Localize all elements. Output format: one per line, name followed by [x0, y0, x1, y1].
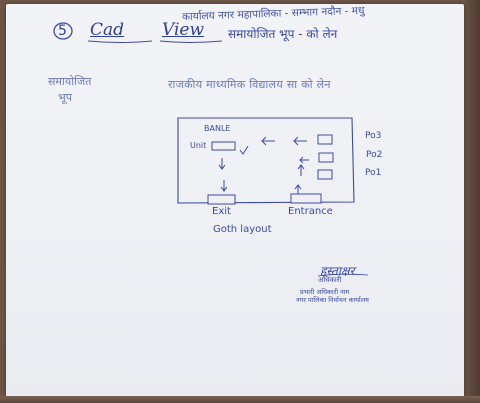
desk-edge [464, 0, 480, 403]
unit-label: Unit [190, 141, 207, 150]
po-label-2: Po2 [366, 150, 383, 160]
desk-edge-bottom [0, 396, 480, 403]
arrow-down-2 [220, 180, 228, 192]
arrow-left-1 [261, 136, 275, 146]
po-label-3: Po3 [365, 131, 382, 141]
tick-mark [239, 145, 249, 155]
title-underline [87, 40, 153, 43]
section-number-circle [53, 22, 73, 40]
arrow-left-3 [299, 156, 309, 164]
left-note-line1: समायोजित [48, 75, 92, 88]
title-view: View [162, 20, 205, 40]
title-hindi: समायोजित भूप - को लेन [228, 27, 338, 41]
signature-designation: प्रभारी अधिकारी नाम [300, 288, 350, 296]
signature-role: अधिकारी [318, 276, 342, 284]
po-label-1: Po1 [365, 168, 382, 178]
layout-caption: Goth layout [213, 224, 272, 235]
entrance-door [290, 193, 322, 204]
exit-door [207, 194, 236, 205]
po-box-3 [317, 134, 333, 145]
signature-underline [317, 273, 369, 277]
title-underline-2 [159, 40, 223, 43]
arrow-up-1 [297, 164, 305, 176]
signature-name: हस्ताक्षर [320, 264, 355, 278]
left-note-line2: भूप [58, 91, 72, 104]
po-box-2 [318, 152, 334, 163]
description-line: राजकीय माध्यमिक विद्यालय सा को लेन [168, 78, 331, 91]
section-number-text: 5 [58, 23, 67, 39]
signature-office: नगर पालिका निर्वाचन कार्यालय [296, 296, 369, 304]
entrance-label: Entrance [288, 206, 333, 217]
bank-label: BANLE [204, 124, 231, 133]
po-box-1 [317, 169, 333, 180]
unit-box [211, 141, 236, 151]
title-cad: Cad [90, 20, 125, 40]
arrow-left-2 [293, 136, 307, 146]
room-outline [177, 117, 355, 204]
exit-label: Exit [212, 206, 231, 217]
arrow-down-1 [218, 158, 226, 170]
